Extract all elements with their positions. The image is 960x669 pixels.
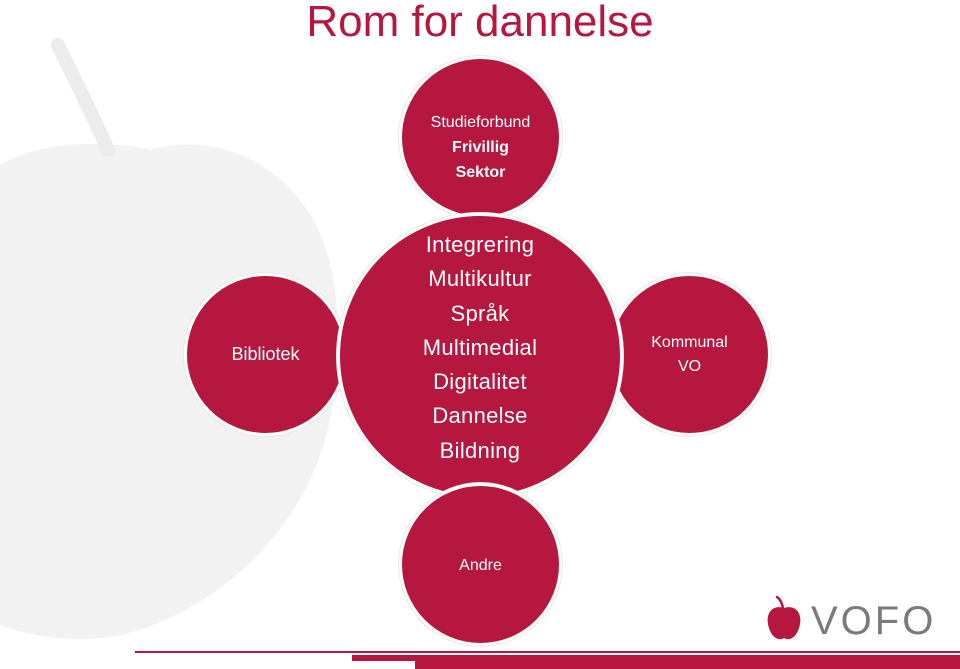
center-item: Digitalitet	[433, 369, 527, 395]
footer-divider-gap	[352, 661, 415, 669]
circle-left-label: Bibliotek	[231, 344, 300, 364]
circle-kommunal-vo: Kommunal VO	[608, 273, 771, 436]
footer-divider-thick	[352, 655, 960, 669]
circle-bottom-label: Andre	[459, 556, 502, 574]
circle-right-line-2: VO	[677, 357, 702, 375]
circle-center-topics: Integrering Multikultur Språk Multimedia…	[337, 213, 623, 499]
circle-bibliotek: Bibliotek	[184, 273, 347, 436]
circle-studieforbund: Studieforbund Frivillig Sektor	[399, 56, 562, 219]
logo-wordmark: VOFO	[811, 599, 937, 643]
circle-top-line-1: Studieforbund	[430, 113, 531, 131]
vofo-logo	[767, 596, 801, 640]
page-title: Rom for dannelse	[306, 0, 654, 46]
center-item: Multimedial	[422, 334, 538, 360]
apple-icon	[767, 596, 801, 640]
center-item: Integrering	[425, 232, 535, 257]
circle-right-line-1: Kommunal	[651, 333, 728, 351]
footer-divider-thin	[135, 651, 960, 653]
circle-top-line-3: Sektor	[455, 163, 506, 181]
circle-top-line-2: Frivillig	[452, 138, 509, 156]
center-item: Multikultur	[428, 266, 532, 292]
center-item: Dannelse	[432, 403, 528, 429]
center-item: Språk	[450, 300, 510, 326]
center-item: Bildning	[439, 437, 521, 463]
circle-andre: Andre	[399, 483, 562, 646]
